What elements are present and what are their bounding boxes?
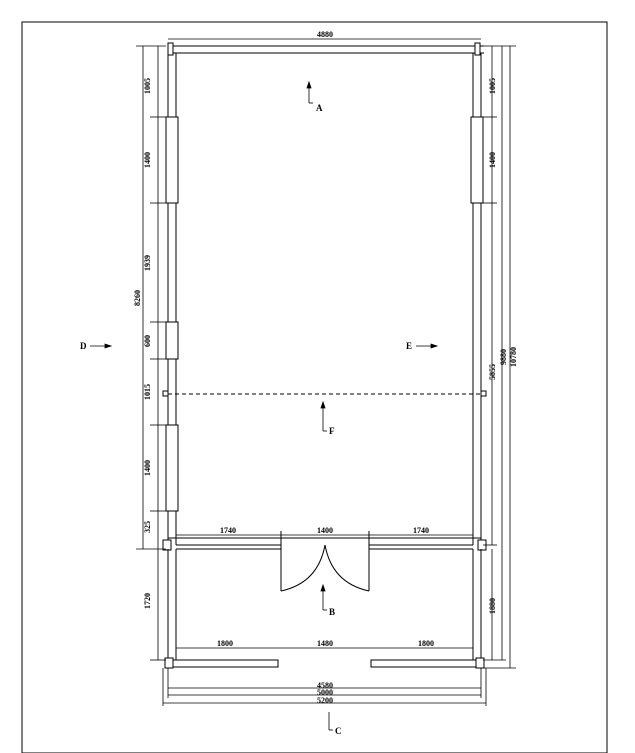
section-arrows bbox=[90, 80, 439, 731]
dim-right-lower: 5855 bbox=[488, 364, 497, 380]
dim-left-first: 1005 bbox=[143, 78, 152, 94]
dimension-labels: 4880 1005 1400 1939 600 1015 1400 325 82… bbox=[133, 30, 518, 705]
dim-left-pier-lower: 1015 bbox=[143, 384, 152, 400]
dim-front-left: 1800 bbox=[217, 639, 233, 648]
dimension-lines bbox=[136, 38, 516, 706]
section-label-c: C bbox=[335, 726, 342, 736]
dim-left-pier: 1939 bbox=[143, 255, 152, 271]
right-window bbox=[470, 116, 484, 204]
section-label-e: E bbox=[406, 341, 412, 351]
section-label-f: F bbox=[329, 426, 335, 436]
front-rail-right bbox=[370, 659, 482, 668]
door-swing-left bbox=[280, 544, 326, 592]
dim-door-wall-left: 1740 bbox=[220, 526, 236, 535]
section-label-b: B bbox=[329, 607, 335, 617]
left-window-small bbox=[165, 321, 179, 360]
dim-door-wall-right: 1740 bbox=[413, 526, 429, 535]
section-labels: A F B C D E bbox=[80, 103, 412, 736]
section-label-a: A bbox=[316, 103, 323, 113]
left-window-lower bbox=[165, 424, 179, 512]
sheet-border bbox=[21, 21, 608, 753]
dim-right-window: 1400 bbox=[488, 152, 497, 168]
building-walls bbox=[162, 42, 487, 669]
dim-right-total-b: 10780 bbox=[509, 347, 518, 367]
dim-bottom-1: 4580 bbox=[317, 681, 333, 690]
dim-right-first: 1005 bbox=[488, 78, 497, 94]
dim-bottom-2: 5000 bbox=[317, 688, 333, 697]
dim-door-wall-center: 1400 bbox=[317, 526, 333, 535]
dim-bottom-3: 5200 bbox=[317, 696, 333, 705]
dim-porch-right: 1880 bbox=[488, 598, 497, 614]
dim-left-overall: 8260 bbox=[133, 290, 142, 306]
left-window-upper bbox=[165, 116, 179, 204]
section-label-d: D bbox=[80, 341, 87, 351]
dim-left-bottom-short: 325 bbox=[143, 521, 152, 533]
door-swing-right bbox=[324, 544, 370, 592]
front-rail-left bbox=[167, 659, 279, 668]
dim-top-overall: 4880 bbox=[317, 30, 333, 39]
dim-porch-left: 1720 bbox=[143, 593, 152, 609]
dim-right-total-a: 9880 bbox=[499, 349, 508, 365]
dim-left-window-lower: 1400 bbox=[143, 460, 152, 476]
dim-left-window-small: 600 bbox=[143, 335, 152, 347]
dim-front-right: 1800 bbox=[418, 639, 434, 648]
dim-front-center: 1480 bbox=[317, 639, 333, 648]
dim-left-window-upper: 1400 bbox=[143, 152, 152, 168]
